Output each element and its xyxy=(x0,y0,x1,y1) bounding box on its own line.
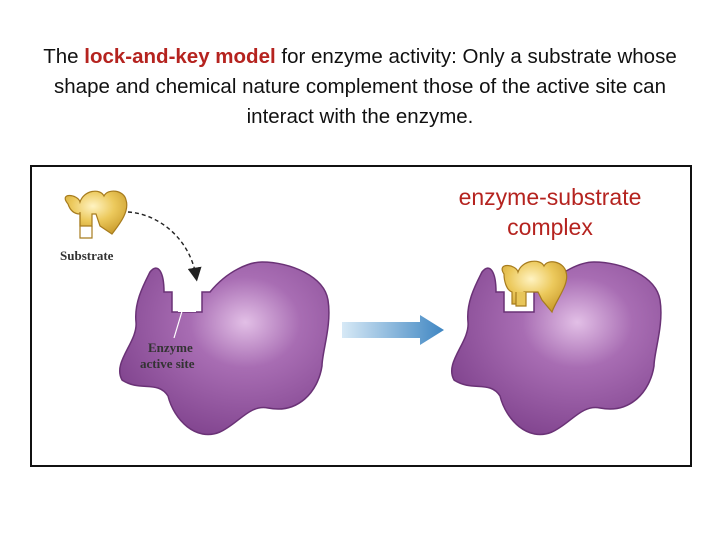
reaction-arrow xyxy=(342,315,444,345)
caption-highlight: lock-and-key model xyxy=(84,45,276,68)
enzyme-left xyxy=(119,261,330,436)
active-site-label-line1: Enzyme xyxy=(148,340,193,355)
active-site-notch xyxy=(178,293,196,312)
substrate-label: Substrate xyxy=(60,248,114,263)
caption-suffix: for enzyme activity: Only a substrate wh… xyxy=(54,45,677,128)
caption-prefix: The xyxy=(43,45,85,68)
bound-substrate-peg xyxy=(515,292,527,307)
caption: The lock-and-key model for enzyme activi… xyxy=(20,42,700,132)
substrate-peg xyxy=(79,212,93,239)
active-site-label-line2: active site xyxy=(140,356,195,371)
binding-arrow xyxy=(127,211,202,282)
complex-label: enzyme-substrate complex xyxy=(458,184,642,240)
substrate-left xyxy=(64,190,128,235)
active-site-leader xyxy=(173,297,187,339)
